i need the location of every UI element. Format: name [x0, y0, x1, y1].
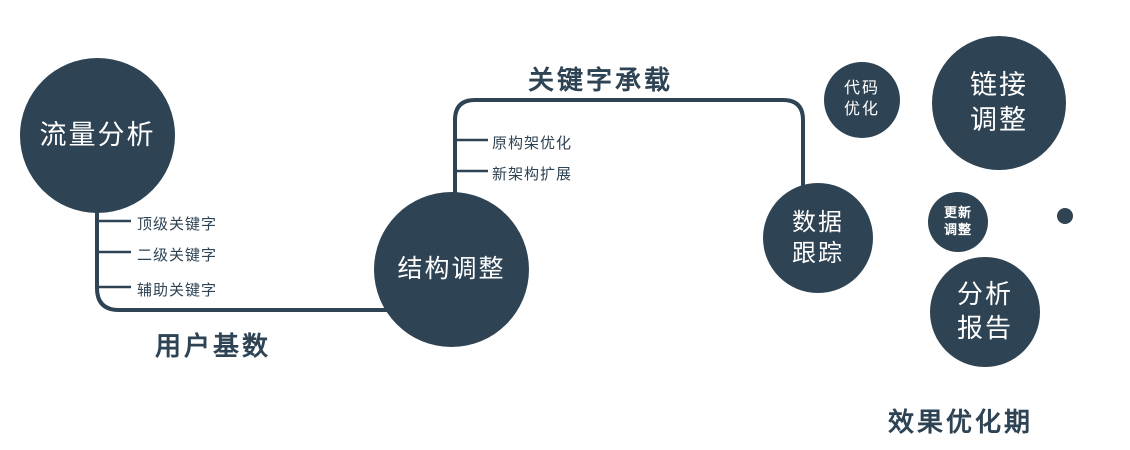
node-link-adjust: 链接 调整 — [932, 36, 1066, 170]
node-report-line2: 报告 — [956, 313, 1013, 343]
node-structure-label: 结构调整 — [397, 255, 506, 284]
node-update-line1: 更新 — [943, 205, 972, 221]
branch-label-arch-expand: 新架构扩展 — [492, 166, 573, 183]
node-update-line2: 调整 — [943, 222, 972, 237]
node-analysis-report: 分析 报告 — [930, 257, 1040, 367]
branch-label-second-keyword: 二级关键字 — [137, 247, 218, 264]
node-link-line1: 链接 — [970, 69, 1028, 100]
node-data-tracking: 数据 跟踪 — [763, 183, 873, 293]
edge-label-user-base: 用户基数 — [155, 331, 272, 361]
node-structure-adjust: 结构调整 — [374, 192, 529, 347]
node-link-line2: 调整 — [970, 105, 1028, 135]
node-traffic-label: 流量分析 — [39, 119, 156, 150]
node-report-line1: 分析 — [956, 279, 1013, 310]
node-tracking-line2: 跟踪 — [792, 240, 844, 267]
node-update-adjust: 更新 调整 — [928, 192, 988, 252]
stage-label-effect-period: 效果优化期 — [888, 407, 1034, 437]
branch-label-aux-keyword: 辅助关键字 — [137, 282, 218, 299]
branch-label-top-keyword: 顶级关键字 — [137, 216, 218, 233]
branch-label-arch-optimize: 原构架优化 — [492, 135, 573, 152]
node-code-line1: 代码 — [843, 80, 880, 98]
dot-marker — [1057, 208, 1073, 224]
node-code-optimize: 代码 优化 — [824, 62, 900, 138]
connector-structure-tracking — [453, 98, 805, 195]
edge-label-keyword-load: 关键字承载 — [528, 65, 674, 95]
node-tracking-line1: 数据 — [792, 208, 844, 236]
node-code-line2: 优化 — [843, 101, 880, 118]
node-traffic-analysis: 流量分析 — [20, 58, 175, 213]
